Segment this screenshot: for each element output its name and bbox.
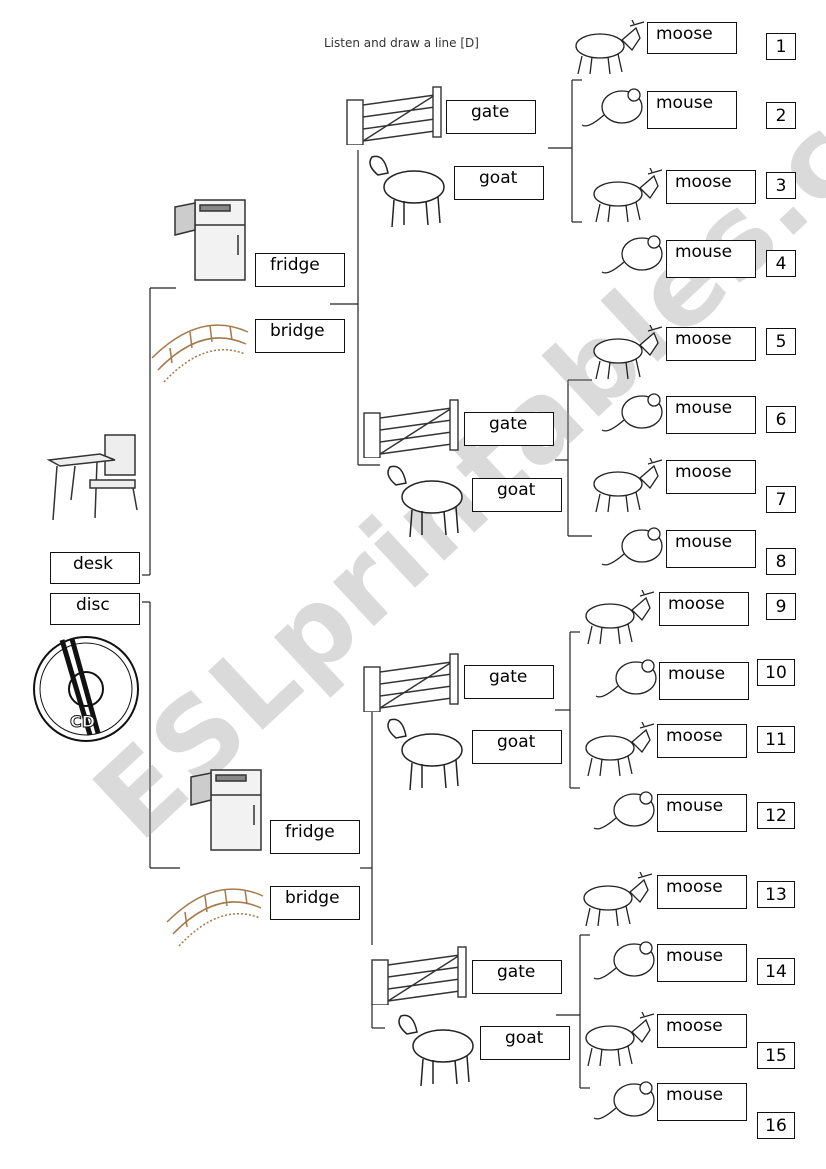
cd-label: CD [70,712,95,731]
gate-picture-1 [345,85,445,145]
gate-picture-2 [362,398,462,458]
moose-picture-3 [588,168,663,226]
number-box-12: 12 [757,802,795,829]
moose-picture-1 [570,20,645,78]
fridge-picture-2 [186,765,266,855]
gate-picture-4 [370,945,470,1005]
word-box-mouse-2: mouse [647,91,737,129]
word-box-moose-11: moose [657,724,747,758]
number-box-14: 14 [757,958,795,985]
word-box-moose-15: moose [657,1014,747,1048]
word-box-goat-4: goat [480,1026,570,1060]
word-box-moose-7: moose [666,460,756,494]
number-box-10: 10 [757,659,795,686]
mouse-picture-12 [592,788,662,838]
number-box-2: 2 [766,102,796,129]
moose-picture-15 [580,1012,655,1070]
word-box-mouse-6: mouse [666,396,756,434]
goat-picture-4 [385,1004,480,1089]
word-box-fridge-2: fridge [270,820,360,854]
bridge-picture-2 [165,882,265,952]
word-box-desk: desk [50,552,140,584]
word-box-bridge-2: bridge [270,886,360,920]
moose-picture-9 [580,590,655,648]
word-box-gate-4: gate [472,960,562,994]
moose-picture-5 [588,325,663,383]
number-box-4: 4 [766,250,796,277]
desk-picture [45,430,145,525]
word-box-mouse-14: mouse [657,944,747,982]
number-box-7: 7 [766,486,796,513]
mouse-picture-4 [600,232,670,282]
word-box-fridge-1: fridge [255,253,345,287]
fridge-picture [170,195,250,285]
word-box-moose-13: moose [657,875,747,909]
goat-picture-2 [374,455,469,540]
number-box-13: 13 [757,881,795,908]
instruction-title: Listen and draw a line [D] [324,36,479,50]
word-box-bridge-1: bridge [255,319,345,353]
goat-picture-3 [374,708,469,793]
number-box-5: 5 [766,328,796,355]
number-box-3: 3 [766,172,796,199]
word-box-mouse-4: mouse [666,240,756,278]
number-box-16: 16 [757,1112,795,1139]
moose-picture-13 [578,872,653,930]
word-box-goat-3: goat [472,730,562,764]
mouse-picture-10 [594,656,664,706]
mouse-picture-2 [580,85,650,135]
number-box-11: 11 [757,726,795,753]
number-box-6: 6 [766,406,796,433]
number-box-9: 9 [766,593,796,620]
word-box-moose-5: moose [666,327,756,361]
word-box-gate-3: gate [464,665,554,699]
moose-picture-7 [588,458,663,516]
mouse-picture-8 [600,524,670,574]
mouse-picture-16 [592,1078,662,1128]
mouse-picture-14 [592,938,662,988]
word-box-moose-1: moose [647,22,737,54]
word-box-mouse-12: mouse [657,794,747,832]
word-box-disc: disc [50,593,140,625]
word-box-moose-9: moose [659,592,749,626]
goat-picture-1 [356,145,451,230]
word-box-mouse-8: mouse [666,530,756,568]
word-box-goat-1: goat [454,166,544,200]
gate-picture-3 [362,652,462,712]
cd-picture: CD [32,635,142,745]
word-box-goat-2: goat [472,478,562,512]
mouse-picture-6 [600,390,670,440]
word-box-mouse-16: mouse [657,1083,747,1121]
moose-picture-11 [580,722,655,780]
word-box-gate-2: gate [464,412,554,446]
word-box-mouse-10: mouse [659,662,749,700]
word-box-moose-3: moose [666,170,756,204]
number-box-8: 8 [766,548,796,575]
number-box-1: 1 [766,33,796,60]
bridge-picture [150,318,250,388]
word-box-gate-1: gate [446,100,536,134]
number-box-15: 15 [757,1042,795,1069]
